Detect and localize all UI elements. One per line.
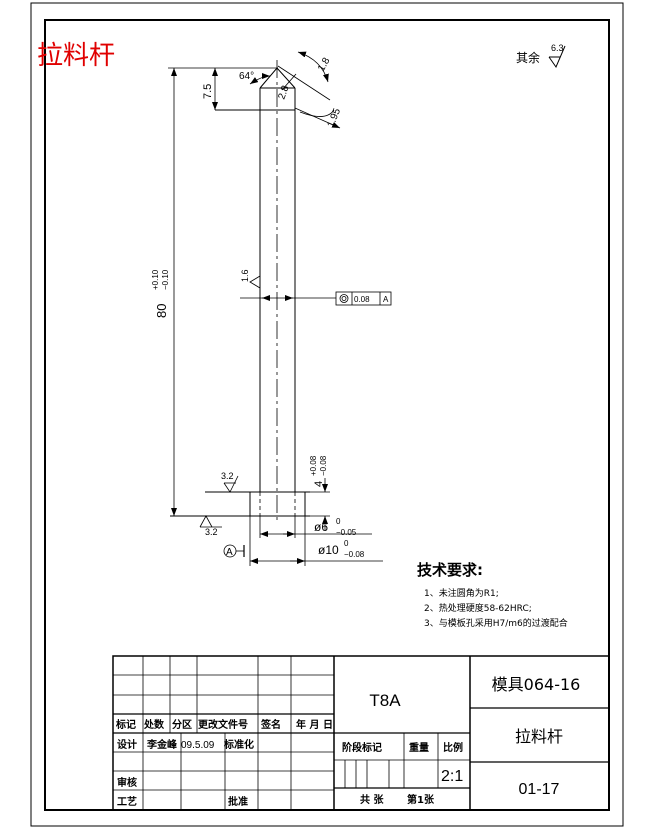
svg-text:重量: 重量 bbox=[409, 741, 429, 754]
designer: 李金峰 bbox=[146, 738, 178, 751]
datum-a: A bbox=[223, 544, 245, 558]
drawing-name: 模具064-16 bbox=[492, 675, 581, 694]
svg-text:1.6: 1.6 bbox=[240, 269, 250, 282]
svg-text:标记: 标记 bbox=[115, 718, 136, 731]
roughness-head-top: 3.2 bbox=[221, 471, 239, 493]
drawing-number: 01-17 bbox=[519, 781, 560, 798]
part-name: 拉料杆 bbox=[515, 727, 563, 746]
tech-req-item: 3、与模板孔采用H7/m6的过渡配合 bbox=[424, 617, 568, 629]
tech-req-item: 2、热处理硬度58-62HRC; bbox=[424, 602, 532, 614]
roughness-symbol-icon bbox=[548, 45, 566, 69]
title-block bbox=[112, 655, 610, 811]
dim-length: 80 +0.10 −0.10 bbox=[151, 68, 177, 516]
dim-top-height: 7.5 bbox=[168, 67, 278, 110]
material: T8A bbox=[369, 691, 401, 710]
svg-text:阶段标记: 阶段标记 bbox=[342, 741, 382, 754]
roughness-shaft: 1.6 bbox=[240, 269, 261, 290]
svg-text:第1张: 第1张 bbox=[407, 793, 435, 806]
svg-text:批准: 批准 bbox=[228, 795, 248, 808]
svg-text:设计: 设计 bbox=[117, 738, 137, 751]
svg-text:年 月 日: 年 月 日 bbox=[296, 718, 333, 731]
svg-text:80: 80 bbox=[154, 304, 169, 318]
svg-text:0: 0 bbox=[336, 517, 341, 526]
roughness-rest: 其余 6.3 bbox=[516, 43, 566, 69]
svg-text:A: A bbox=[383, 295, 389, 304]
svg-text:标准化: 标准化 bbox=[223, 738, 254, 751]
svg-text:0: 0 bbox=[344, 539, 349, 548]
part-outline bbox=[170, 67, 310, 517]
tech-req-heading: 技术要求: bbox=[417, 561, 483, 579]
svg-text:ø6: ø6 bbox=[314, 520, 328, 534]
dim-head-height: 4 +0.08 −0.08 bbox=[309, 455, 330, 530]
svg-text:3.2: 3.2 bbox=[205, 527, 218, 537]
svg-text:工艺: 工艺 bbox=[117, 795, 137, 808]
svg-text:−0.10: −0.10 bbox=[161, 269, 170, 290]
svg-text:0.08: 0.08 bbox=[354, 295, 370, 304]
svg-text:1.95: 1.95 bbox=[326, 107, 344, 130]
tech-req-item: 1、未注圆角为R1; bbox=[424, 587, 499, 599]
title-block-text: T8A 模具064-16 拉料杆 01-17 标记 处数 分区 更改文件号 签名… bbox=[115, 675, 580, 808]
svg-text:6.3: 6.3 bbox=[551, 43, 564, 53]
outer-border bbox=[30, 2, 624, 827]
technical-requirements: 技术要求: 1、未注圆角为R1; 2、热处理硬度58-62HRC; 3、与模板孔… bbox=[417, 561, 568, 629]
svg-text:共 张: 共 张 bbox=[360, 793, 384, 806]
svg-text:−0.05: −0.05 bbox=[336, 528, 357, 537]
geometric-tolerance: 0.08 A bbox=[240, 291, 392, 306]
scale-value: 2:1 bbox=[441, 768, 463, 785]
dim-dia-big: ø10 0 −0.08 bbox=[249, 516, 383, 566]
svg-text:64°: 64° bbox=[239, 71, 254, 82]
svg-text:3.2: 3.2 bbox=[221, 471, 234, 481]
dim-r3: 1.95 bbox=[294, 107, 344, 130]
roughness-head-bottom: 3.2 bbox=[199, 515, 222, 537]
svg-text:−0.08: −0.08 bbox=[344, 550, 365, 559]
concentricity-icon bbox=[339, 294, 349, 303]
drawing-title: 拉料杆 bbox=[37, 41, 115, 71]
svg-text:ø10: ø10 bbox=[318, 543, 339, 557]
svg-text:−0.08: −0.08 bbox=[319, 455, 328, 476]
svg-text:+0.10: +0.10 bbox=[151, 269, 160, 290]
svg-text:处数: 处数 bbox=[143, 718, 165, 731]
svg-text:审核: 审核 bbox=[117, 776, 137, 789]
dim-dia-small: ø6 0 −0.05 bbox=[259, 516, 372, 538]
svg-text:1.8: 1.8 bbox=[316, 56, 333, 74]
svg-text:比例: 比例 bbox=[443, 741, 463, 754]
svg-text:+0.08: +0.08 bbox=[309, 455, 318, 476]
svg-text:2.8: 2.8 bbox=[276, 84, 291, 101]
svg-text:其余: 其余 bbox=[516, 50, 540, 65]
dim-angle: 64° bbox=[239, 71, 271, 85]
svg-text:4: 4 bbox=[313, 481, 325, 487]
svg-text:分区: 分区 bbox=[172, 718, 192, 731]
svg-text:签名: 签名 bbox=[260, 718, 281, 731]
svg-text:A: A bbox=[226, 547, 233, 558]
svg-text:7.5: 7.5 bbox=[202, 84, 214, 99]
design-date: 09.5.09 bbox=[181, 740, 215, 751]
svg-text:更改文件号: 更改文件号 bbox=[198, 718, 248, 731]
